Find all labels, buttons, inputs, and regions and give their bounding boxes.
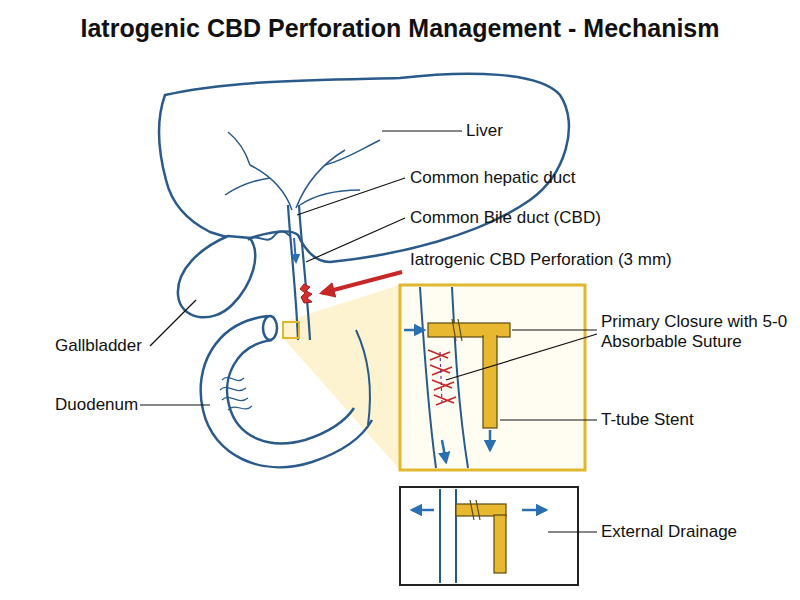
organ-label: Gallbladder — [55, 336, 165, 356]
leader-line — [297, 178, 405, 215]
part-label: Common hepatic duct — [410, 168, 670, 188]
t-tube-arm — [428, 323, 510, 337]
t-tube-arm — [456, 504, 506, 516]
liver-outline — [159, 74, 569, 262]
leader-line — [140, 404, 210, 405]
flow-arrow — [489, 430, 492, 450]
leader-lines — [140, 131, 597, 532]
bile-duct-wall — [299, 205, 310, 340]
organ-label: Duodenum — [55, 395, 165, 415]
suture-stitches — [428, 350, 456, 405]
zoom-source — [283, 322, 299, 338]
duodenum-wall — [356, 330, 370, 425]
intrahepatic-ducts — [225, 132, 380, 210]
inset-box — [400, 285, 585, 470]
injury-label: Iatrogenic CBD Perforation (3 mm) — [410, 250, 750, 270]
duct-branch — [325, 140, 380, 165]
leader-line — [512, 329, 597, 330]
leader-line — [446, 334, 597, 380]
duct-branch — [296, 150, 345, 208]
fold-line — [228, 406, 252, 410]
part-label: Common Bile duct (CBD) — [410, 208, 710, 228]
t-tube-stem — [483, 336, 497, 428]
diagram-title: Iatrogenic CBD Perforation Management - … — [0, 14, 800, 43]
duodenum-outline — [201, 316, 372, 467]
t-tube-joint — [484, 324, 496, 338]
device-label: T-tube Stent — [601, 410, 791, 430]
mucosal-folds — [220, 377, 252, 410]
technique-label: External Drainage — [601, 522, 791, 542]
fold-line — [222, 397, 248, 400]
pointer-arrow — [322, 272, 402, 293]
duct-branch — [250, 165, 292, 210]
leader-line — [150, 300, 196, 346]
duodenum-wall — [201, 316, 372, 467]
perforation-mark — [300, 284, 312, 303]
duct-branch — [228, 132, 250, 165]
leader-line — [548, 531, 597, 532]
duodenum-opening — [263, 316, 277, 340]
duct-wall — [420, 287, 436, 468]
duct-wall — [455, 489, 457, 583]
fold-line — [220, 387, 246, 390]
suture-line — [440, 352, 442, 404]
flow-arrow — [412, 509, 434, 512]
duct-wall — [439, 489, 441, 583]
break-mark — [470, 500, 480, 520]
bile-duct-wall — [288, 205, 298, 340]
duct-branch — [300, 190, 360, 205]
flow-arrow — [442, 440, 446, 462]
break-mark — [452, 319, 462, 341]
flow-arrow — [522, 509, 546, 512]
cystic-duct — [248, 231, 290, 240]
duct-branch — [225, 178, 270, 195]
flow-arrow — [294, 238, 296, 262]
fold-line — [222, 377, 244, 380]
leader-line — [500, 419, 597, 420]
flow-arrow — [404, 329, 424, 332]
leader-line — [306, 218, 405, 262]
technique-label: Primary Closure with 5-0 Absorbable Sutu… — [601, 312, 793, 352]
drainage-box — [400, 487, 578, 585]
organ-label: Liver — [466, 121, 586, 141]
gallbladder-outline — [178, 236, 255, 317]
duodenum-wall — [227, 340, 354, 443]
t-tube-stem — [494, 515, 506, 573]
leader-line — [382, 130, 462, 131]
